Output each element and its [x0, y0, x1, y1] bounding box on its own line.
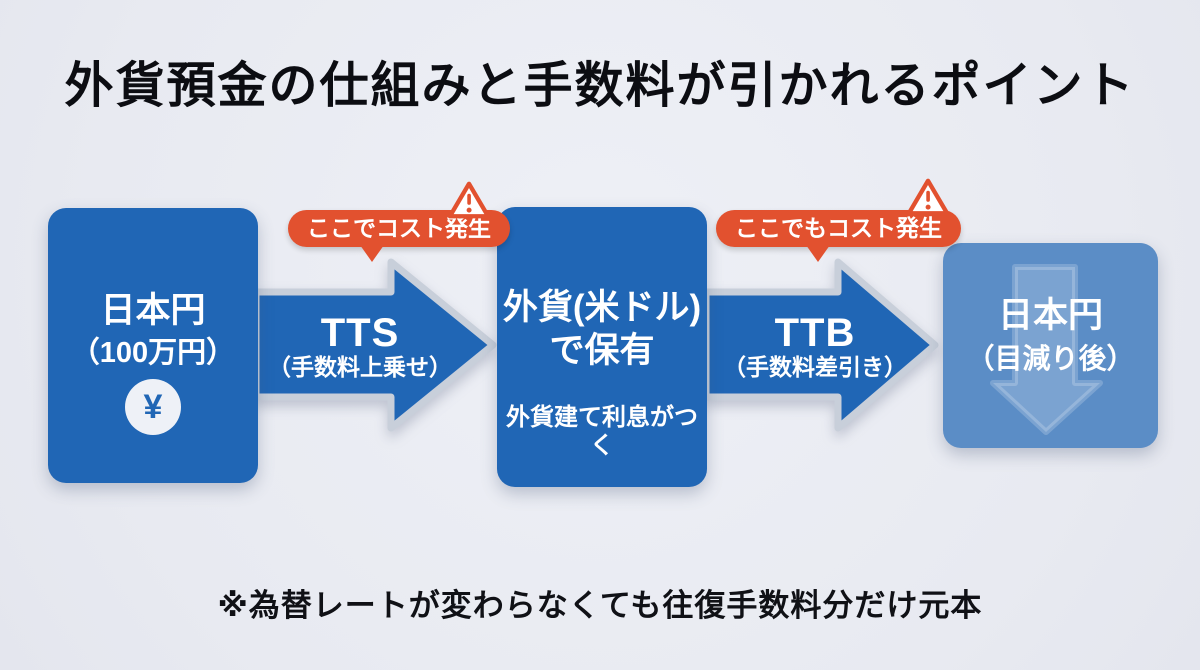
box3-line2: （目減り後）: [966, 343, 1135, 374]
cost-alert-badge-ttb: ここでもコスト発生: [716, 210, 961, 262]
badge1-label: ここでコスト発生: [307, 215, 491, 241]
flow-arrow-ttb: [703, 258, 939, 432]
badge2-label: ここでもコスト発生: [735, 215, 942, 241]
box1-line1: 日本円: [100, 291, 206, 330]
footnote: ※為替レートが変わらなくても往復手数料分だけ元本: [217, 588, 983, 623]
page-title: 外貨預金の仕組みと手数料が引かれるポイント: [64, 59, 1136, 113]
warning-icon: [447, 181, 491, 219]
ttb-sublabel: （手数料差引き）: [723, 354, 907, 380]
box-japanese-yen: 日本円 （100万円） ¥: [48, 208, 258, 483]
badge1-tail: [360, 245, 384, 262]
warning-icon: [906, 178, 950, 216]
box-foreign-currency: 外貨(米ドル) で保有 外貨建て利息がつく: [497, 207, 707, 487]
box-yen-after-loss: 日本円 （目減り後）: [943, 243, 1158, 448]
box2-line1: 外貨(米ドル): [502, 288, 702, 327]
badge2-tail: [806, 245, 830, 262]
box2-note: 外貨建て利息がつく: [506, 404, 698, 459]
tts-sublabel: （手数料上乗せ）: [268, 354, 452, 380]
yen-icon: ¥: [125, 379, 181, 435]
arrow-label-tts: TTS （手数料上乗せ）: [255, 313, 465, 381]
box2-line2: で保有: [549, 331, 655, 370]
box1-line2: （100万円）: [70, 337, 236, 369]
tts-label: TTS: [320, 311, 400, 355]
flow-arrow-tts: [253, 258, 497, 432]
box3-line1: 日本円: [997, 296, 1103, 335]
arrow-label-ttb: TTB （手数料差引き）: [705, 313, 925, 381]
ttb-label: TTB: [774, 311, 856, 355]
down-arrow-icon: [990, 264, 1103, 435]
